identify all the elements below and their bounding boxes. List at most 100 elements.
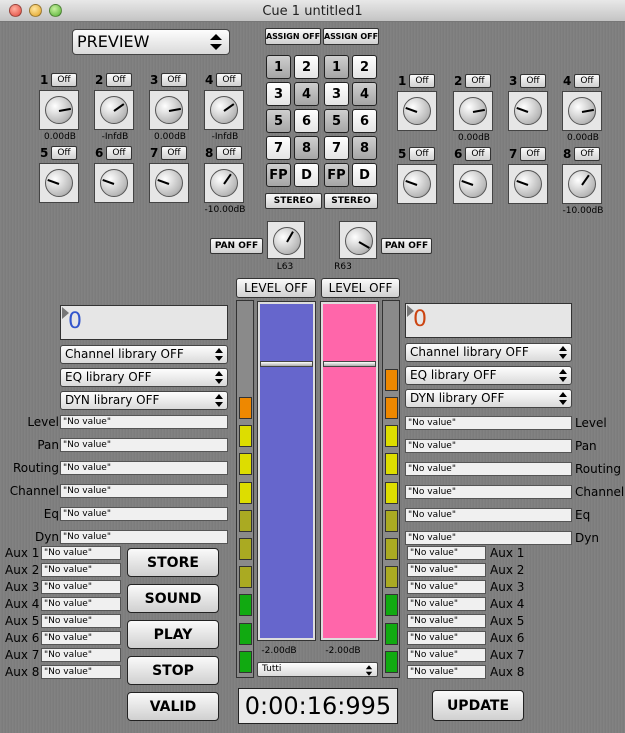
right-channel-1-knob[interactable] (397, 91, 437, 131)
right-aux-8-field[interactable]: "No value" (407, 665, 486, 679)
right-aux-5-field[interactable]: "No value" (407, 614, 486, 628)
right-channel-library-select[interactable]: Channel library OFF (405, 343, 572, 362)
minimize-icon[interactable] (29, 4, 42, 17)
right-aux-3-field[interactable]: "No value" (407, 580, 486, 594)
right-aux-4-field[interactable]: "No value" (407, 597, 486, 611)
route-button-r4-c3[interactable]: 7 (324, 136, 349, 160)
route-button-r3-c3[interactable]: 5 (324, 109, 349, 133)
route-button-r2-c3[interactable]: 3 (324, 82, 349, 106)
fader-group-select[interactable]: Tutti (257, 662, 378, 677)
route-button-r3-c1[interactable]: 5 (266, 109, 291, 133)
play-button[interactable]: PLAY (127, 620, 219, 649)
right-channel-6-off-button[interactable]: Off (465, 147, 491, 161)
left-channel-2-knob[interactable] (94, 90, 134, 130)
left-channel-4-off-button[interactable]: Off (216, 73, 242, 87)
right-channel-1-off-button[interactable]: Off (409, 74, 435, 88)
left-channel-7-off-button[interactable]: Off (161, 146, 187, 160)
route-button-r5-c1[interactable]: FP (266, 163, 291, 187)
right-channel-5-off-button[interactable]: Off (409, 147, 435, 161)
left-param-channel-field[interactable]: "No value" (60, 484, 228, 498)
right-param-dyn-field[interactable]: "No value" (405, 531, 572, 545)
route-button-r3-c2[interactable]: 6 (294, 109, 319, 133)
update-button[interactable]: UPDATE (432, 690, 524, 721)
left-param-level-field[interactable]: "No value" (60, 415, 228, 429)
right-channel-5-knob[interactable] (397, 164, 437, 204)
right-channel-7-knob[interactable] (508, 164, 548, 204)
route-button-r4-c2[interactable]: 8 (294, 136, 319, 160)
left-aux-5-field[interactable]: "No value" (41, 614, 121, 628)
right-aux-2-field[interactable]: "No value" (407, 563, 486, 577)
stereo-left-button[interactable]: STEREO (265, 193, 322, 209)
pan-right-button[interactable]: PAN OFF (381, 238, 432, 254)
left-aux-4-field[interactable]: "No value" (41, 597, 121, 611)
stereo-right-button[interactable]: STEREO (324, 193, 378, 209)
route-button-r2-c2[interactable]: 4 (294, 82, 319, 106)
route-button-r5-c2[interactable]: D (294, 163, 319, 187)
left-channel-8-knob[interactable] (204, 163, 244, 203)
right-channel-2-knob[interactable] (453, 91, 493, 131)
pan-left-button[interactable]: PAN OFF (210, 238, 263, 254)
left-aux-8-field[interactable]: "No value" (41, 665, 121, 679)
left-channel-8-off-button[interactable]: Off (216, 146, 242, 160)
left-aux-2-field[interactable]: "No value" (41, 563, 121, 577)
right-param-channel-field[interactable]: "No value" (405, 485, 572, 499)
route-button-r2-c1[interactable]: 3 (266, 82, 291, 106)
level-left-button[interactable]: LEVEL OFF (236, 278, 316, 298)
left-channel-4-knob[interactable] (204, 90, 244, 130)
route-button-r1-c2[interactable]: 2 (294, 55, 319, 79)
left-fader-handle[interactable] (260, 361, 313, 367)
left-eq-library-select[interactable]: EQ library OFF (60, 368, 228, 387)
left-aux-6-field[interactable]: "No value" (41, 631, 121, 645)
right-channel-4-off-button[interactable]: Off (574, 74, 600, 88)
route-button-r4-c1[interactable]: 7 (266, 136, 291, 160)
left-param-pan-field[interactable]: "No value" (60, 438, 228, 452)
left-channel-5-off-button[interactable]: Off (51, 146, 77, 160)
right-dyn-library-select[interactable]: DYN library OFF (405, 389, 572, 408)
right-fader[interactable] (320, 301, 379, 641)
right-param-eq-field[interactable]: "No value" (405, 508, 572, 522)
left-dyn-library-select[interactable]: DYN library OFF (60, 391, 228, 410)
left-aux-1-field[interactable]: "No value" (41, 546, 121, 560)
route-button-r3-c4[interactable]: 6 (352, 109, 377, 133)
pan-right-knob[interactable] (339, 221, 377, 259)
left-channel-library-select[interactable]: Channel library OFF (60, 345, 228, 364)
left-channel-5-knob[interactable] (39, 163, 79, 203)
left-channel-6-knob[interactable] (94, 163, 134, 203)
right-channel-8-off-button[interactable]: Off (574, 147, 600, 161)
route-button-r2-c4[interactable]: 4 (352, 82, 377, 106)
route-button-r1-c3[interactable]: 1 (324, 55, 349, 79)
left-channel-7-knob[interactable] (149, 163, 189, 203)
left-aux-3-field[interactable]: "No value" (41, 580, 121, 594)
left-param-routing-field[interactable]: "No value" (60, 461, 228, 475)
right-channel-2-off-button[interactable]: Off (465, 74, 491, 88)
route-button-r5-c3[interactable]: FP (324, 163, 349, 187)
mode-select[interactable]: PREVIEW (72, 29, 230, 55)
zoom-icon[interactable] (49, 4, 62, 17)
right-channel-3-knob[interactable] (508, 91, 548, 131)
left-fader[interactable] (257, 301, 316, 641)
right-param-routing-field[interactable]: "No value" (405, 462, 572, 476)
store-button[interactable]: STORE (127, 548, 219, 577)
left-param-eq-field[interactable]: "No value" (60, 507, 228, 521)
valid-button[interactable]: VALID (127, 692, 219, 721)
right-channel-8-knob[interactable] (562, 164, 602, 204)
route-button-r1-c4[interactable]: 2 (352, 55, 377, 79)
stop-button[interactable]: STOP (127, 656, 219, 685)
right-param-pan-field[interactable]: "No value" (405, 439, 572, 453)
left-channel-3-off-button[interactable]: Off (161, 73, 187, 87)
right-fader-handle[interactable] (323, 361, 376, 367)
sound-button[interactable]: SOUND (127, 584, 219, 613)
assign-left-button[interactable]: ASSIGN OFF (265, 28, 321, 45)
left-channel-2-off-button[interactable]: Off (106, 73, 132, 87)
right-aux-6-field[interactable]: "No value" (407, 631, 486, 645)
close-icon[interactable] (9, 4, 22, 17)
pan-left-knob[interactable] (267, 221, 305, 259)
route-button-r1-c1[interactable]: 1 (266, 55, 291, 79)
left-param-dyn-field[interactable]: "No value" (60, 530, 228, 544)
right-channel-6-knob[interactable] (453, 164, 493, 204)
right-eq-library-select[interactable]: EQ library OFF (405, 366, 572, 385)
left-channel-6-off-button[interactable]: Off (106, 146, 132, 160)
right-channel-3-off-button[interactable]: Off (520, 74, 546, 88)
right-aux-7-field[interactable]: "No value" (407, 648, 486, 662)
assign-right-button[interactable]: ASSIGN OFF (323, 28, 379, 45)
